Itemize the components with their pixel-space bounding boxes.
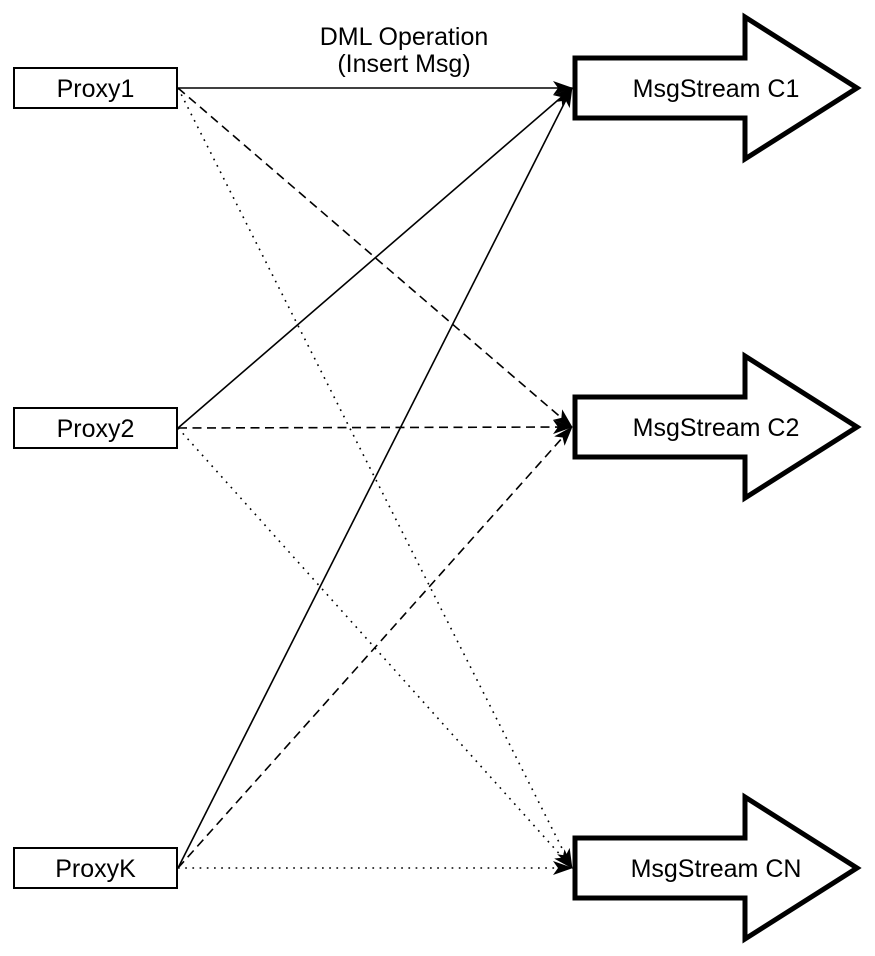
proxyk-label: ProxyK	[55, 855, 136, 883]
stream-node-c1: MsgStream C1	[572, 12, 862, 164]
stream-node-c2: MsgStream C2	[572, 351, 862, 503]
cn-label: MsgStream CN	[631, 855, 802, 883]
stream-node-cn: MsgStream CN	[572, 792, 862, 944]
edge-proxy1-to-cn-dotted	[177, 87, 573, 869]
diagram-title-line-1: DML Operation	[320, 23, 489, 51]
c2-label: MsgStream C2	[633, 414, 800, 442]
proxy2-box	[13, 407, 178, 449]
edge-proxy2-to-c1-solid	[177, 87, 573, 429]
edge-proxy2-to-c2-dashed	[177, 420, 573, 435]
proxy2-label: Proxy2	[57, 415, 135, 443]
proxy-node-proxyk: ProxyK	[13, 847, 178, 889]
proxy1-box	[13, 67, 178, 109]
proxy1-label: Proxy1	[57, 75, 135, 103]
edge-proxyk-to-c1-solid	[177, 87, 573, 869]
c2-block-arrow-shape	[572, 351, 862, 503]
proxy-node-proxy2: Proxy2	[13, 407, 178, 449]
edge-proxyk-to-c2-dashed	[177, 426, 573, 869]
proxy-node-proxy1: Proxy1	[13, 67, 178, 109]
diagram-title-line-2: (Insert Msg)	[337, 50, 470, 78]
c1-label: MsgStream C1	[633, 75, 800, 103]
cn-block-arrow-shape	[572, 792, 862, 944]
proxyk-box	[13, 847, 178, 889]
c1-block-arrow-shape	[572, 12, 862, 164]
